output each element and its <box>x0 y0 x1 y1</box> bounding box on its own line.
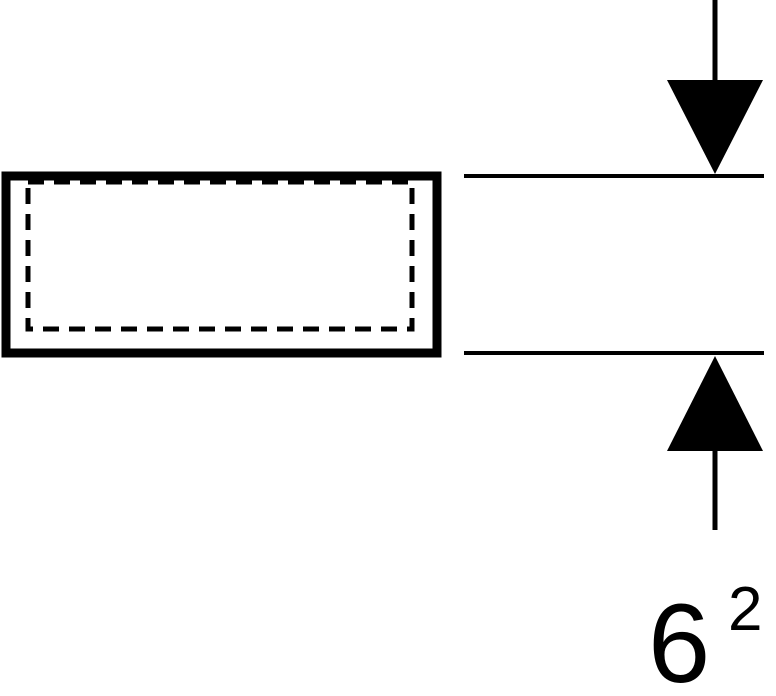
dimension-value: 6 <box>648 581 710 696</box>
dimension-superscript: 2 <box>728 575 762 644</box>
arrow-up-icon <box>667 356 763 451</box>
inner-dashed-rectangle <box>25 179 415 332</box>
outer-rectangle <box>1 171 442 358</box>
arrow-down-icon <box>667 80 763 174</box>
